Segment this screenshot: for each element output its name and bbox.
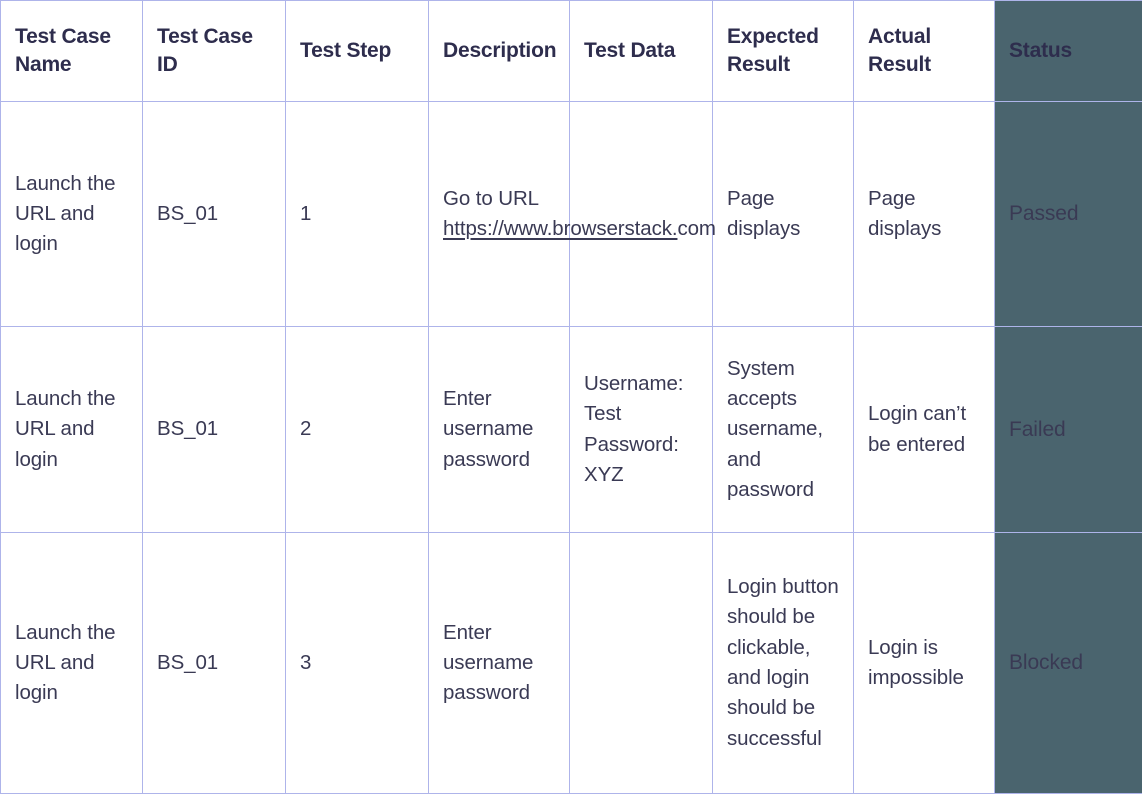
test-step-value: 2 — [300, 414, 414, 444]
column-header-label: Test Case ID — [157, 23, 271, 78]
cell-test-case-id: BS_01 — [143, 102, 286, 327]
column-header-description: Description — [429, 1, 570, 102]
test-case-name-value: Launch the URL and login — [15, 169, 128, 260]
expected-result-value: Login button should be clickable, and lo… — [727, 572, 839, 754]
description-prefix-text: Go to URL — [443, 187, 544, 210]
cell-test-data — [570, 533, 713, 794]
expected-result-value: System accepts username, and password — [727, 354, 839, 506]
cell-test-data — [570, 102, 713, 327]
cell-test-case-id: BS_01 — [143, 533, 286, 794]
table-row: Launch the URL and login BS_01 2 Enter u… — [1, 327, 1142, 533]
table-row: Launch the URL and login BS_01 3 Enter u… — [1, 533, 1142, 794]
cell-test-case-name: Launch the URL and login — [1, 102, 143, 327]
browserstack-url-link[interactable]: https://www.browserstack. — [443, 217, 677, 240]
actual-result-value: Page displays — [868, 184, 980, 245]
cell-test-case-name: Launch the URL and login — [1, 533, 143, 794]
column-header-status: Status — [995, 1, 1142, 102]
table-row: Launch the URL and login BS_01 1 Go to U… — [1, 102, 1142, 327]
cell-actual-result: Login can’t be entered — [854, 327, 995, 533]
test-case-name-value: Launch the URL and login — [15, 618, 128, 709]
test-data-value: Username: Test Password: XYZ — [584, 369, 698, 490]
cell-description: Go to URL https://www.browserstack.com — [429, 102, 570, 327]
cell-expected-result: Login button should be clickable, and lo… — [713, 533, 854, 794]
cell-actual-result: Login is impossible — [854, 533, 995, 794]
test-case-id-value: BS_01 — [157, 414, 271, 444]
cell-expected-result: System accepts username, and password — [713, 327, 854, 533]
cell-actual-result: Page displays — [854, 102, 995, 327]
column-header-label: Test Step — [300, 37, 414, 65]
description-value: Enter username password — [443, 618, 555, 709]
cell-test-step: 3 — [286, 533, 429, 794]
test-step-value: 3 — [300, 648, 414, 678]
column-header-test-case-name: Test Case Name — [1, 1, 143, 102]
test-case-id-value: BS_01 — [157, 648, 271, 678]
column-header-test-step: Test Step — [286, 1, 429, 102]
actual-result-value: Login is impossible — [868, 633, 980, 694]
column-header-label: Test Data — [584, 37, 698, 65]
cell-expected-result: Page displays — [713, 102, 854, 327]
column-header-actual-result: Actual Result — [854, 1, 995, 102]
test-case-id-value: BS_01 — [157, 199, 271, 229]
column-header-label: Actual Result — [868, 23, 980, 78]
actual-result-value: Login can’t be entered — [868, 399, 980, 460]
description-suffix-text: com — [677, 217, 715, 240]
table-header-row: Test Case Name Test Case ID Test Step De… — [1, 1, 1142, 102]
cell-test-data: Username: Test Password: XYZ — [570, 327, 713, 533]
column-header-label: Test Case Name — [15, 23, 128, 78]
description-value: Go to URL https://www.browserstack.com — [443, 184, 555, 245]
cell-status: Passed — [995, 102, 1142, 327]
description-value: Enter username password — [443, 384, 555, 475]
cell-test-case-name: Launch the URL and login — [1, 327, 143, 533]
status-badge: Passed — [1009, 198, 1128, 229]
expected-result-value: Page displays — [727, 184, 839, 245]
cell-status: Failed — [995, 327, 1142, 533]
cell-test-case-id: BS_01 — [143, 327, 286, 533]
column-header-test-case-id: Test Case ID — [143, 1, 286, 102]
cell-description: Enter username password — [429, 327, 570, 533]
column-header-test-data: Test Data — [570, 1, 713, 102]
column-header-label: Status — [1009, 37, 1128, 65]
cell-test-step: 2 — [286, 327, 429, 533]
column-header-label: Description — [443, 37, 555, 65]
cell-status: Blocked — [995, 533, 1142, 794]
status-badge: Blocked — [1009, 647, 1128, 678]
cell-description: Enter username password — [429, 533, 570, 794]
test-step-value: 1 — [300, 199, 414, 229]
column-header-label: Expected Result — [727, 23, 839, 78]
cell-test-step: 1 — [286, 102, 429, 327]
test-case-name-value: Launch the URL and login — [15, 384, 128, 475]
status-badge: Failed — [1009, 414, 1128, 445]
column-header-expected-result: Expected Result — [713, 1, 854, 102]
